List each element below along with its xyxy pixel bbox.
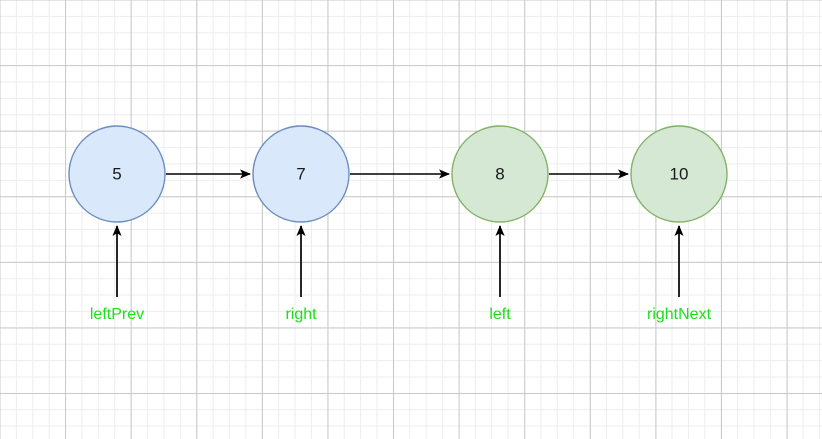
node-circle-n10[interactable]: [630, 125, 728, 223]
node-n10[interactable]: 10: [630, 125, 728, 223]
node-n7[interactable]: 7: [252, 125, 350, 223]
pointer-label-left: left: [489, 306, 511, 323]
node-n5[interactable]: 5: [68, 125, 166, 223]
node-value-n7: 7: [296, 164, 305, 183]
pointer-labels-group: leftPrev right left rightNext: [90, 306, 712, 323]
node-value-n10: 10: [670, 164, 689, 183]
node-circle-n5[interactable]: [68, 125, 166, 223]
pointer-label-right: right: [285, 306, 317, 323]
node-value-n8: 8: [495, 164, 504, 183]
node-circle-n8[interactable]: [451, 125, 549, 223]
pointer-label-leftPrev: leftPrev: [90, 306, 144, 323]
pointer-label-rightNext: rightNext: [647, 306, 712, 323]
node-value-n5: 5: [112, 164, 121, 183]
nodes-group: 5 7 8 10: [68, 125, 728, 223]
node-n8[interactable]: 8: [451, 125, 549, 223]
pointer-arrows-group: [112, 225, 684, 297]
node-circle-n7[interactable]: [252, 125, 350, 223]
